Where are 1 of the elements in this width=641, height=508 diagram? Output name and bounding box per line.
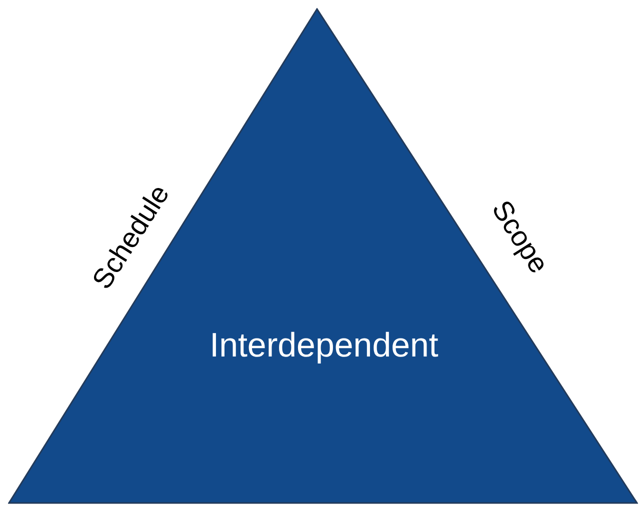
center-label: Interdependent <box>210 326 438 366</box>
